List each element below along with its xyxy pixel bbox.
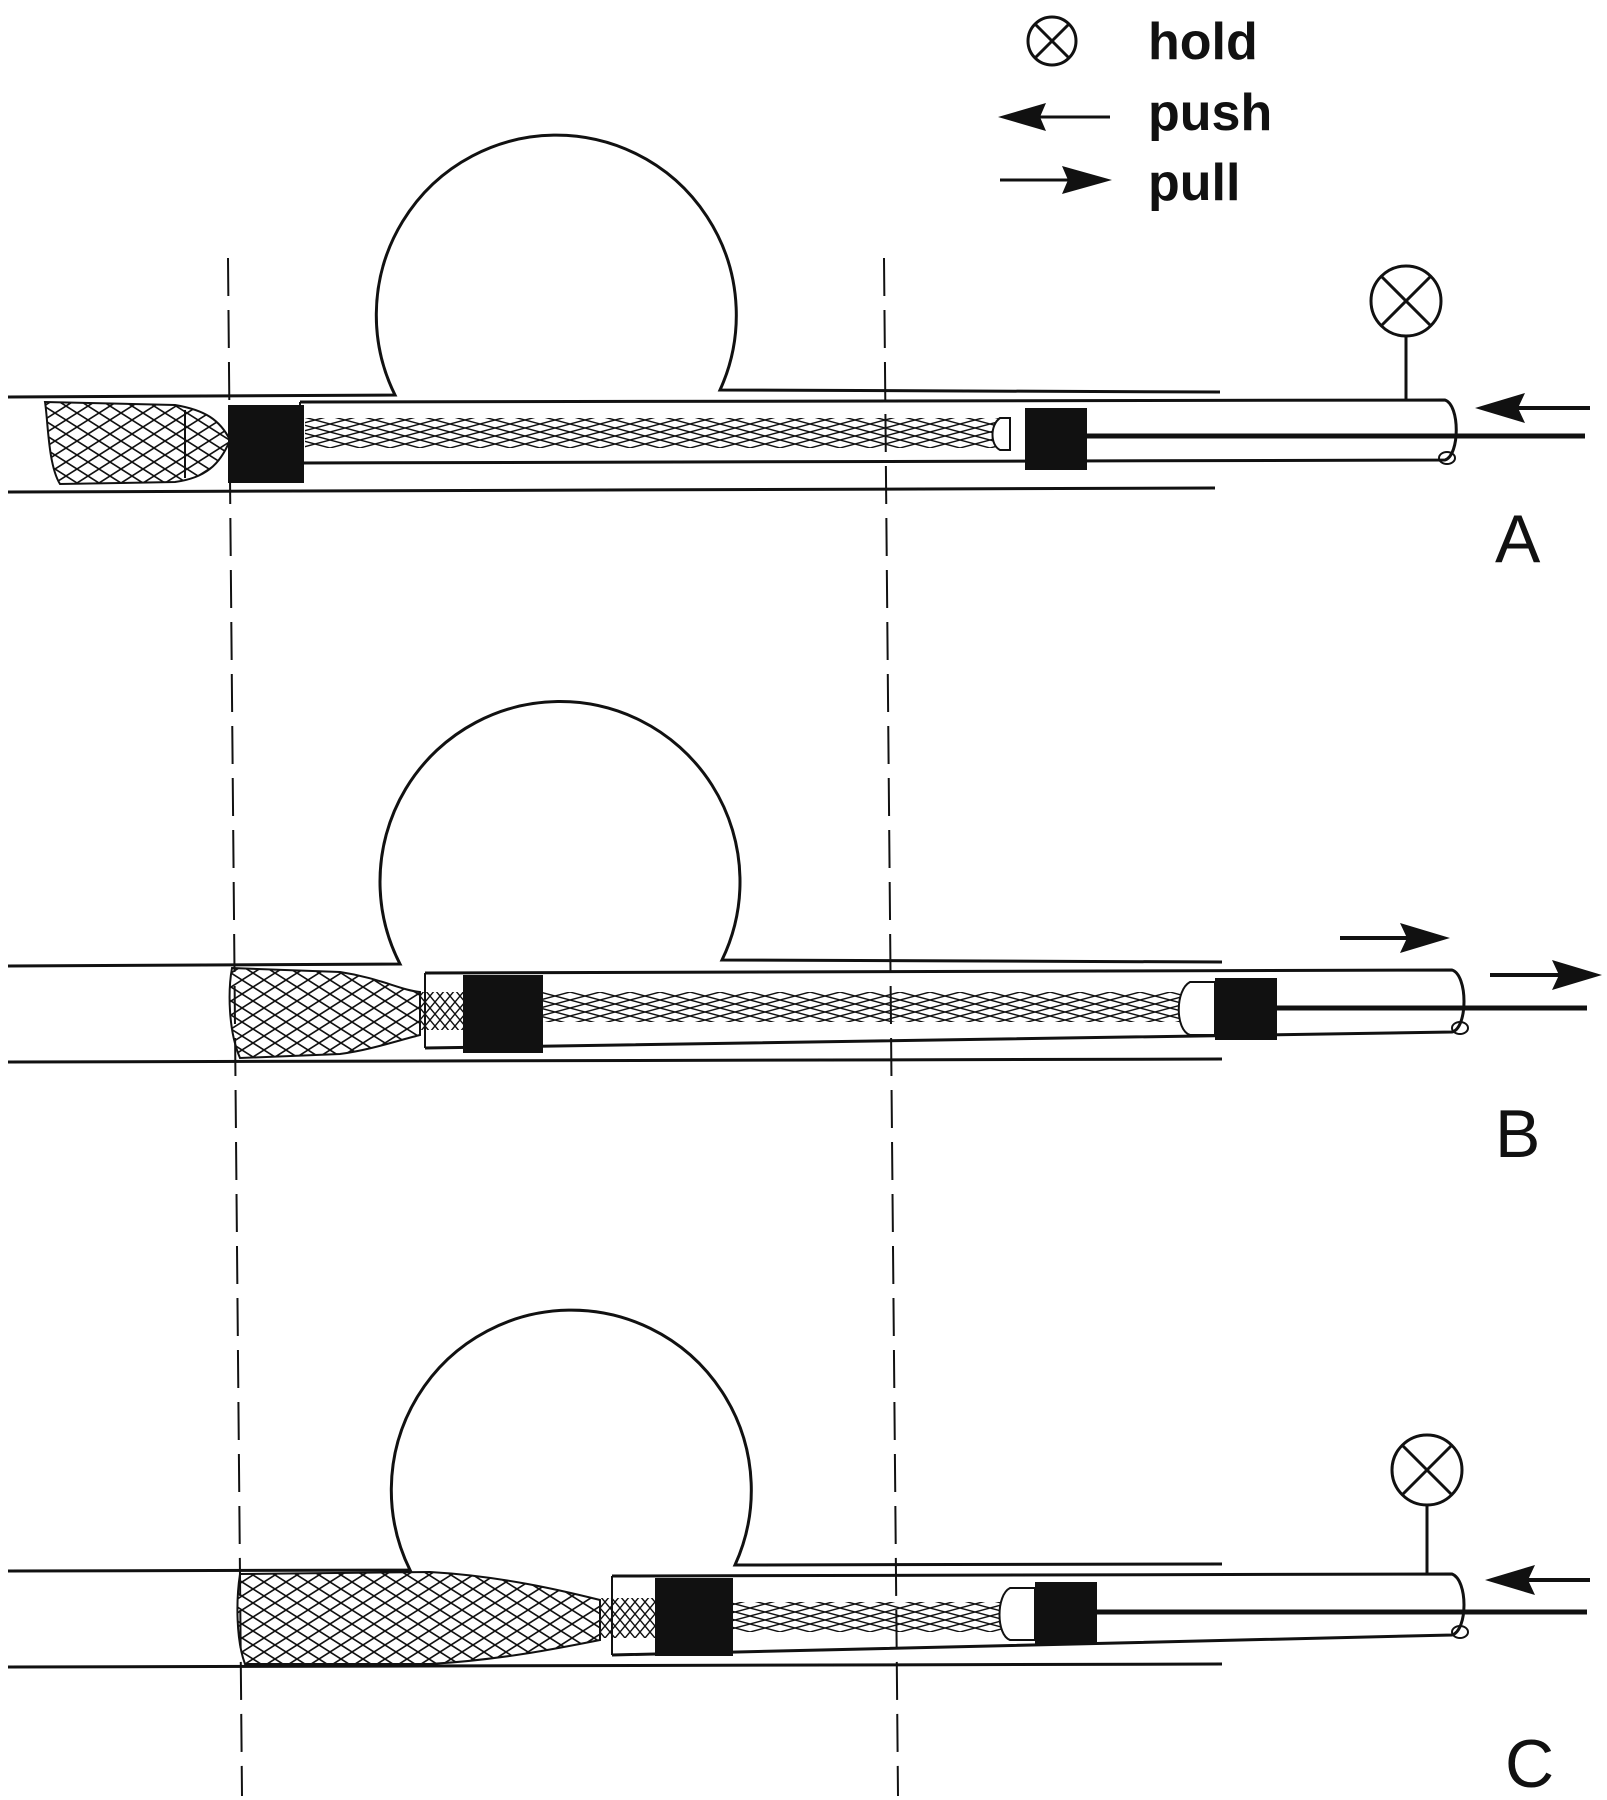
left-guide-line <box>227 257 243 1797</box>
panel-c: C <box>7 1308 1590 1800</box>
pull-arrow-icon <box>1490 960 1602 990</box>
deployed-stent-b <box>228 966 421 1060</box>
distal-marker-c <box>655 1578 733 1656</box>
legend-label-hold: hold <box>1148 13 1258 71</box>
deployed-stent-a <box>43 400 232 486</box>
vessel-wall-bottom-a <box>7 486 1216 494</box>
panel-label-b: B <box>1495 1096 1540 1172</box>
proximal-marker-b <box>1215 978 1277 1040</box>
push-arrow-icon <box>1475 393 1590 423</box>
panel-b: B <box>7 700 1602 1172</box>
hold-icon <box>1390 1433 1464 1574</box>
panel-label-c: C <box>1505 1726 1554 1800</box>
proximal-marker-a <box>1025 408 1087 470</box>
vessel-wall-top-b <box>7 700 1223 968</box>
collapsed-stent-c <box>730 1602 1010 1632</box>
vessel-wall-top-a <box>7 133 1221 399</box>
legend: hold push pull <box>998 13 1272 212</box>
collapsed-stent-a <box>305 418 1010 448</box>
push-arrow-icon <box>1485 1565 1590 1595</box>
panel-label-a: A <box>1495 501 1541 577</box>
catheter-a <box>299 398 1458 465</box>
reference-guides <box>227 257 899 1797</box>
hold-icon <box>1026 15 1078 67</box>
right-guide-line <box>883 257 899 1797</box>
legend-label-push: push <box>1148 84 1272 142</box>
deployed-stent-c <box>236 1570 601 1665</box>
distal-marker-b <box>463 975 543 1053</box>
collapsed-stent-b <box>540 992 1190 1022</box>
proximal-marker-c <box>1035 1582 1097 1644</box>
distal-marker-a <box>228 405 304 483</box>
vessel-wall-bottom-c <box>7 1662 1223 1669</box>
legend-label-pull: pull <box>1148 154 1240 212</box>
pull-arrow-icon <box>1340 923 1450 953</box>
pull-arrow-icon <box>1000 166 1112 194</box>
push-arrow-icon <box>998 103 1110 131</box>
panel-a: A <box>7 133 1590 577</box>
vessel-wall-bottom-b <box>7 1057 1223 1064</box>
hold-icon <box>1369 264 1443 400</box>
vessel-wall-top-c <box>7 1308 1223 1573</box>
